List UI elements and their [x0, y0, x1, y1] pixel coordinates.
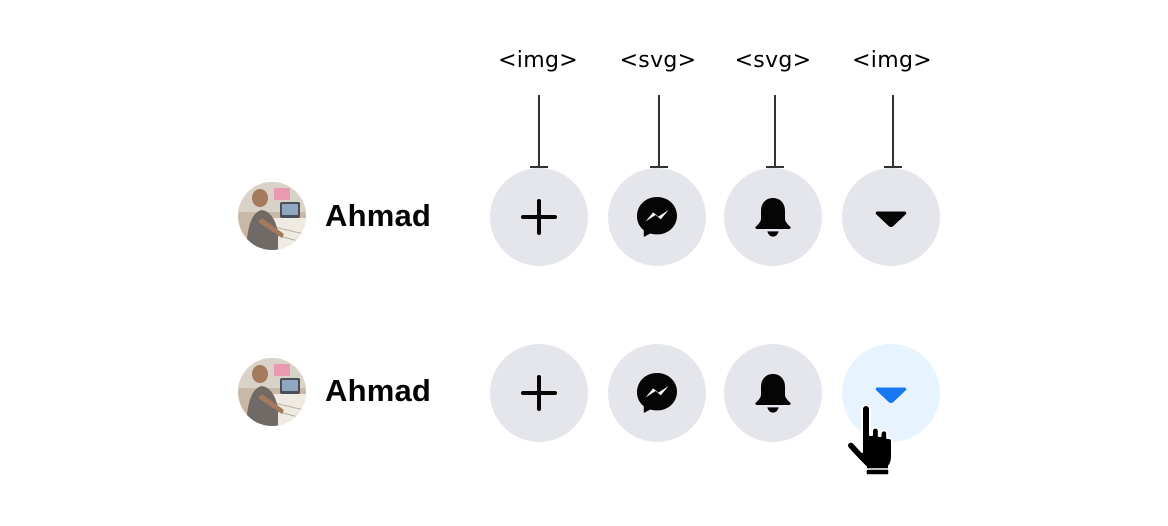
account-dropdown-button-hover[interactable]	[842, 344, 940, 442]
account-dropdown-button[interactable]	[842, 168, 940, 266]
pointer-line-plus	[538, 95, 540, 167]
pointer-cap-plus	[530, 166, 548, 168]
pointer-line-messenger	[658, 95, 660, 167]
avatar[interactable]	[238, 182, 306, 250]
pointer-cap-bell	[766, 166, 784, 168]
tag-bell-svg: <svg>	[734, 48, 812, 73]
caret-down-icon	[875, 211, 907, 228]
messenger-icon	[637, 373, 677, 413]
messenger-button[interactable]	[608, 344, 706, 442]
add-button[interactable]	[490, 344, 588, 442]
tag-plus-img: <img>	[498, 48, 578, 73]
notifications-button[interactable]	[724, 344, 822, 442]
bell-icon	[755, 198, 791, 237]
notifications-button[interactable]	[724, 168, 822, 266]
caret-down-icon	[875, 387, 907, 404]
messenger-icon	[637, 197, 677, 237]
tag-dropdown-img: <img>	[852, 48, 932, 73]
profile-name[interactable]: Ahmad	[325, 198, 432, 233]
pointer-cap-dropdown	[884, 166, 902, 168]
profile-name[interactable]: Ahmad	[325, 373, 432, 408]
messenger-button[interactable]	[608, 168, 706, 266]
plus-icon	[521, 199, 557, 235]
hand-cursor-icon	[846, 405, 893, 476]
avatar[interactable]	[238, 358, 306, 426]
plus-icon	[521, 375, 557, 411]
pointer-line-bell	[774, 95, 776, 167]
pointer-line-dropdown	[892, 95, 894, 167]
add-button[interactable]	[490, 168, 588, 266]
bell-icon	[755, 374, 791, 413]
tag-messenger-svg: <svg>	[619, 48, 697, 73]
pointer-cap-messenger	[650, 166, 668, 168]
